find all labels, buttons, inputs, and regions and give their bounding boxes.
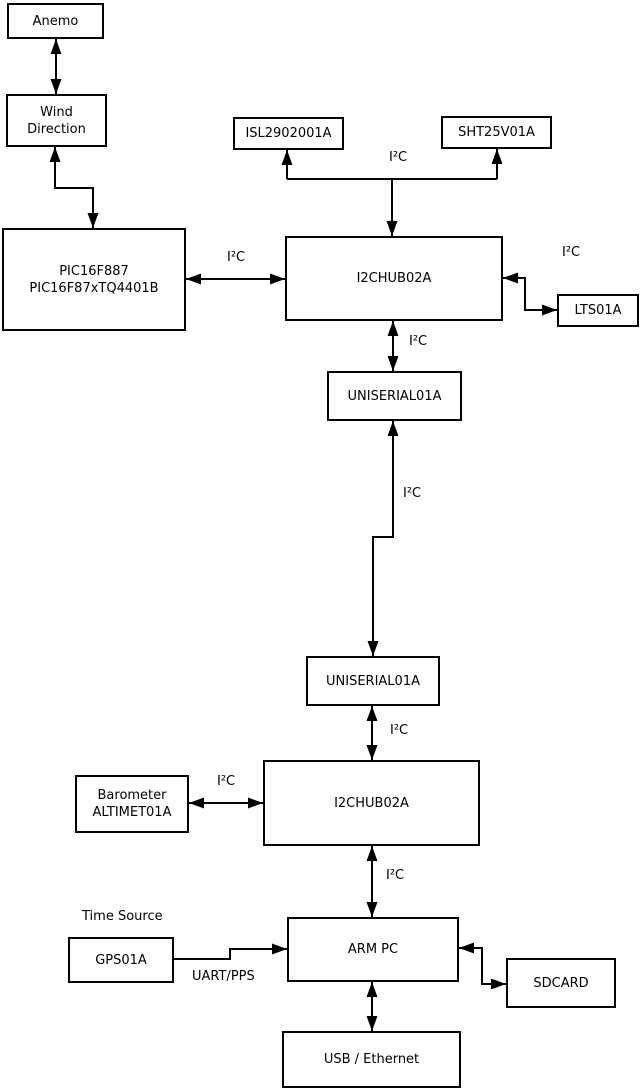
node-barometer-altimet01a: Barometer ALTIMET01A xyxy=(75,775,189,833)
node-pic16f887: PIC16F887 PIC16F87xTQ4401B xyxy=(2,228,186,331)
node-isl2902001a-label: ISL2902001A xyxy=(245,126,332,141)
node-i2chub02a-top: I2CHUB02A xyxy=(285,236,503,321)
node-lts01a: LTS01A xyxy=(557,294,639,327)
node-usb-ethernet: USB / Ethernet xyxy=(282,1031,461,1088)
node-gps01a-label: GPS01A xyxy=(95,952,147,968)
edge-label-i2c-pic-hub: I²C xyxy=(227,250,246,265)
node-sht25v01a-label: SHT25V01A xyxy=(458,125,535,140)
node-uniserial01a-bottom: UNISERIAL01A xyxy=(306,656,440,706)
node-wind-direction-label: Wind Direction xyxy=(27,104,86,137)
edge-label-i2c-hub-uniserial: I²C xyxy=(409,334,428,349)
node-wind-direction: Wind Direction xyxy=(6,94,107,147)
node-pic16f887-label: PIC16F887 PIC16F87xTQ4401B xyxy=(29,263,159,296)
node-sht25v01a: SHT25V01A xyxy=(441,116,552,149)
edge-winddirection-pic xyxy=(49,147,99,228)
edge-label-uart-pps: UART/PPS xyxy=(192,969,255,984)
edge-label-i2c-uniserial-hub: I²C xyxy=(390,723,409,738)
node-anemo: Anemo xyxy=(7,3,104,39)
edge-label-i2c-barometer-hub: I²C xyxy=(217,774,236,789)
edge-gps-armpc xyxy=(174,943,287,960)
node-uniserial01a-top-label: UNISERIAL01A xyxy=(347,388,442,404)
edge-label-i2c-hub-lts: I²C xyxy=(562,245,581,260)
node-isl2902001a: ISL2902001A xyxy=(233,117,344,150)
node-i2chub02a-bottom: I2CHUB02A xyxy=(263,760,480,846)
node-i2chub02a-bottom-label: I2CHUB02A xyxy=(334,795,409,811)
node-uniserial01a-bottom-label: UNISERIAL01A xyxy=(326,673,420,689)
edge-label-i2c-topbus: I²C xyxy=(389,150,408,165)
edge-i2chubtop-lts xyxy=(503,272,557,316)
node-uniserial01a-top: UNISERIAL01A xyxy=(327,371,462,421)
node-gps01a: GPS01A xyxy=(68,937,174,983)
node-barometer-altimet01a-label: Barometer ALTIMET01A xyxy=(92,788,172,820)
node-arm-pc: ARM PC xyxy=(287,917,459,982)
node-usb-ethernet-label: USB / Ethernet xyxy=(323,1052,420,1067)
node-anemo-label: Anemo xyxy=(32,13,79,29)
node-arm-pc-label: ARM PC xyxy=(347,942,399,957)
node-i2chub02a-top-label: I2CHUB02A xyxy=(356,271,432,286)
node-sdcard: SDCARD xyxy=(506,958,616,1008)
node-sdcard-label: SDCARD xyxy=(533,975,589,991)
node-lts01a-label: LTS01A xyxy=(574,303,622,318)
edge-label-i2c-backbone: I²C xyxy=(403,486,422,501)
edge-uniserialtop-uniserialbottom xyxy=(367,421,399,656)
edge-armpc-sdcard xyxy=(459,942,506,990)
edge-label-i2c-hub-armpc: I²C xyxy=(386,868,405,883)
edge-label-time-source: Time Source xyxy=(82,909,163,924)
